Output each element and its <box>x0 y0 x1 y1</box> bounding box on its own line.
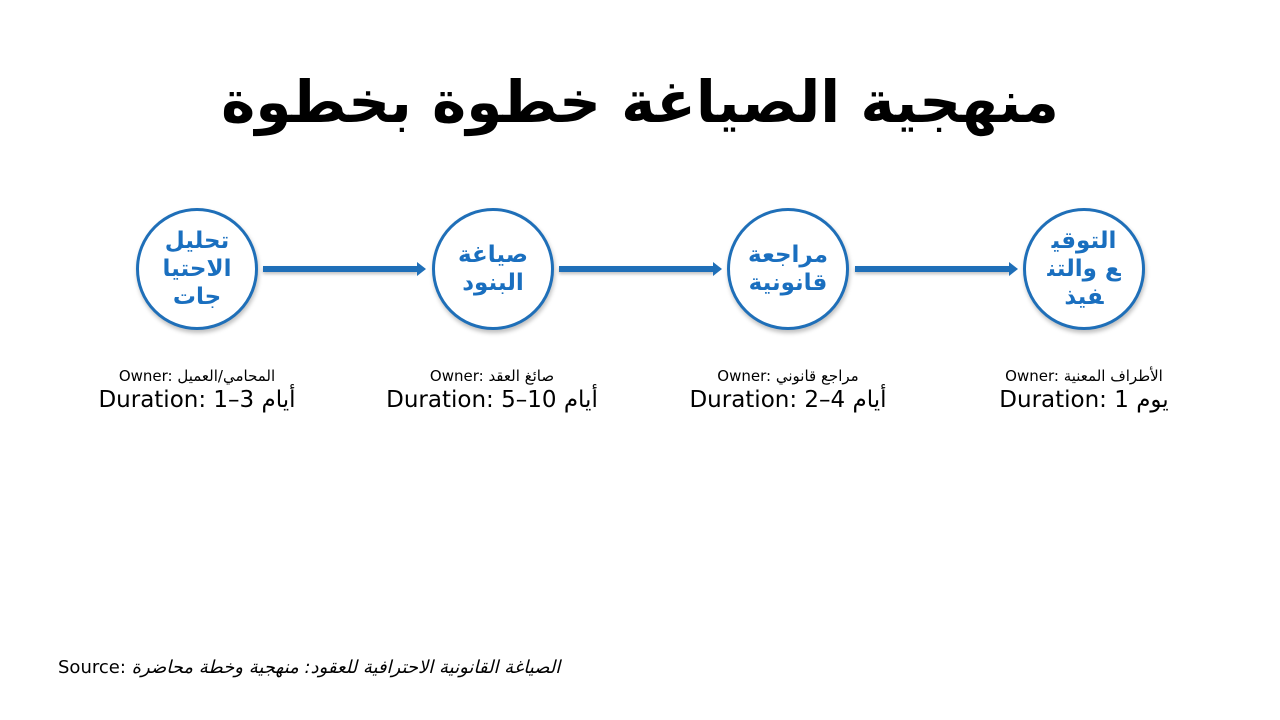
step-label: مراجعة قانونية <box>748 242 828 296</box>
arrow-1-to-2 <box>263 262 426 276</box>
step-label: صياغة البنود <box>458 242 528 296</box>
page-title: منهجية الصياغة خطوة بخطوة <box>221 68 1059 136</box>
step-owner: Owner: مراجع قانوني <box>717 367 859 385</box>
step-duration: Duration: 5–10 أيام <box>386 387 598 413</box>
step-duration: Duration: 2–4 أيام <box>689 387 887 413</box>
step-circle-4: التوقيع والتنفيذ <box>1023 208 1145 330</box>
step-meta-3: Owner: مراجع قانوني Duration: 2–4 أيام <box>648 366 928 414</box>
arrow-2-to-3 <box>559 262 722 276</box>
arrow-3-to-4 <box>855 262 1018 276</box>
step-duration: Duration: 1–3 أيام <box>98 387 296 413</box>
step-meta-4: Owner: الأطراف المعنية Duration: 1 يوم <box>944 366 1224 414</box>
step-meta-2: Owner: صائغ العقد Duration: 5–10 أيام <box>352 366 632 414</box>
step-owner: Owner: المحامي/العميل <box>118 367 276 385</box>
source-citation: Source: الصياغة القانونية الاحترافية للع… <box>58 656 560 680</box>
step-circle-2: صياغة البنود <box>432 208 554 330</box>
step-circle-1: تحليل الاحتياجات <box>136 208 258 330</box>
source-prefix: Source: <box>58 657 126 678</box>
step-owner: Owner: صائغ العقد <box>429 367 555 385</box>
step-label: التوقيع والتنفيذ <box>1047 228 1121 310</box>
step-owner: Owner: الأطراف المعنية <box>1005 367 1163 385</box>
step-circle-3: مراجعة قانونية <box>727 208 849 330</box>
step-meta-1: Owner: المحامي/العميل Duration: 1–3 أيام <box>57 366 337 414</box>
step-duration: Duration: 1 يوم <box>999 387 1169 413</box>
source-text: الصياغة القانونية الاحترافية للعقود: منه… <box>131 657 561 678</box>
step-label: تحليل الاحتياجات <box>162 228 232 310</box>
